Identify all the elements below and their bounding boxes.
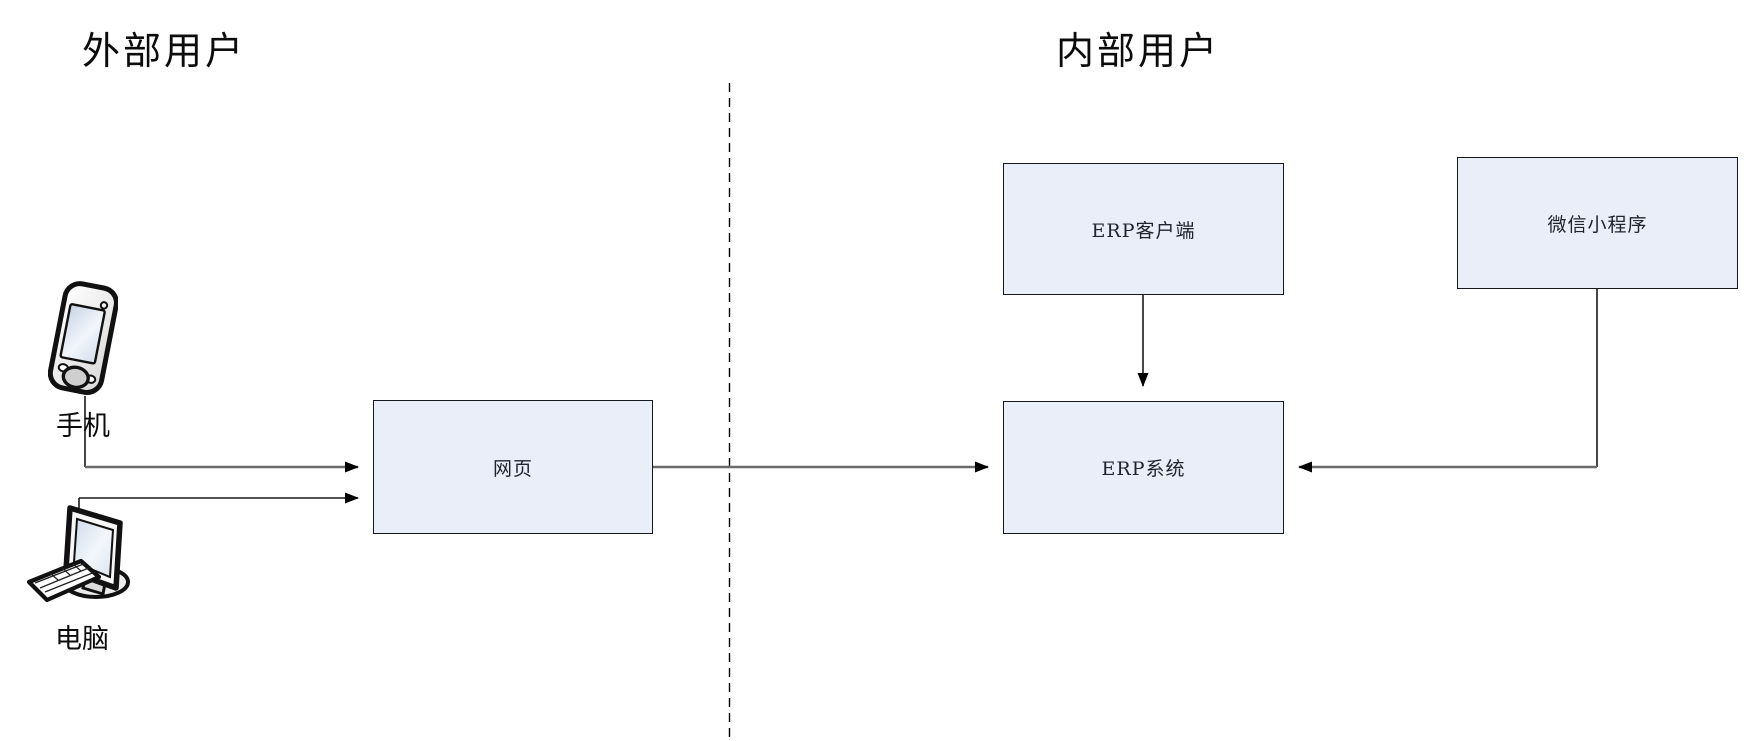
node-erp-system: ERP系统 — [1003, 401, 1284, 534]
device-label-phone: 手机 — [56, 411, 110, 442]
node-label-erp-client: ERP客户端 — [1091, 219, 1196, 242]
node-label-webpage: 网页 — [492, 457, 533, 480]
node-webpage: 网页 — [373, 400, 653, 534]
node-wechat-mini-program: 微信小程序 — [1457, 157, 1738, 289]
device-label-computer: 电脑 — [55, 624, 109, 655]
mobile-phone-icon — [47, 278, 119, 407]
zone-title-internal: 内部用户 — [1056, 29, 1221, 73]
node-label-erp-system: ERP系统 — [1101, 458, 1186, 480]
node-label-wechat-mini-program: 微信小程序 — [1547, 213, 1648, 236]
zone-title-external: 外部用户 — [82, 29, 247, 73]
desktop-computer-icon — [26, 496, 138, 622]
node-erp-client: ERP客户端 — [1003, 163, 1284, 295]
